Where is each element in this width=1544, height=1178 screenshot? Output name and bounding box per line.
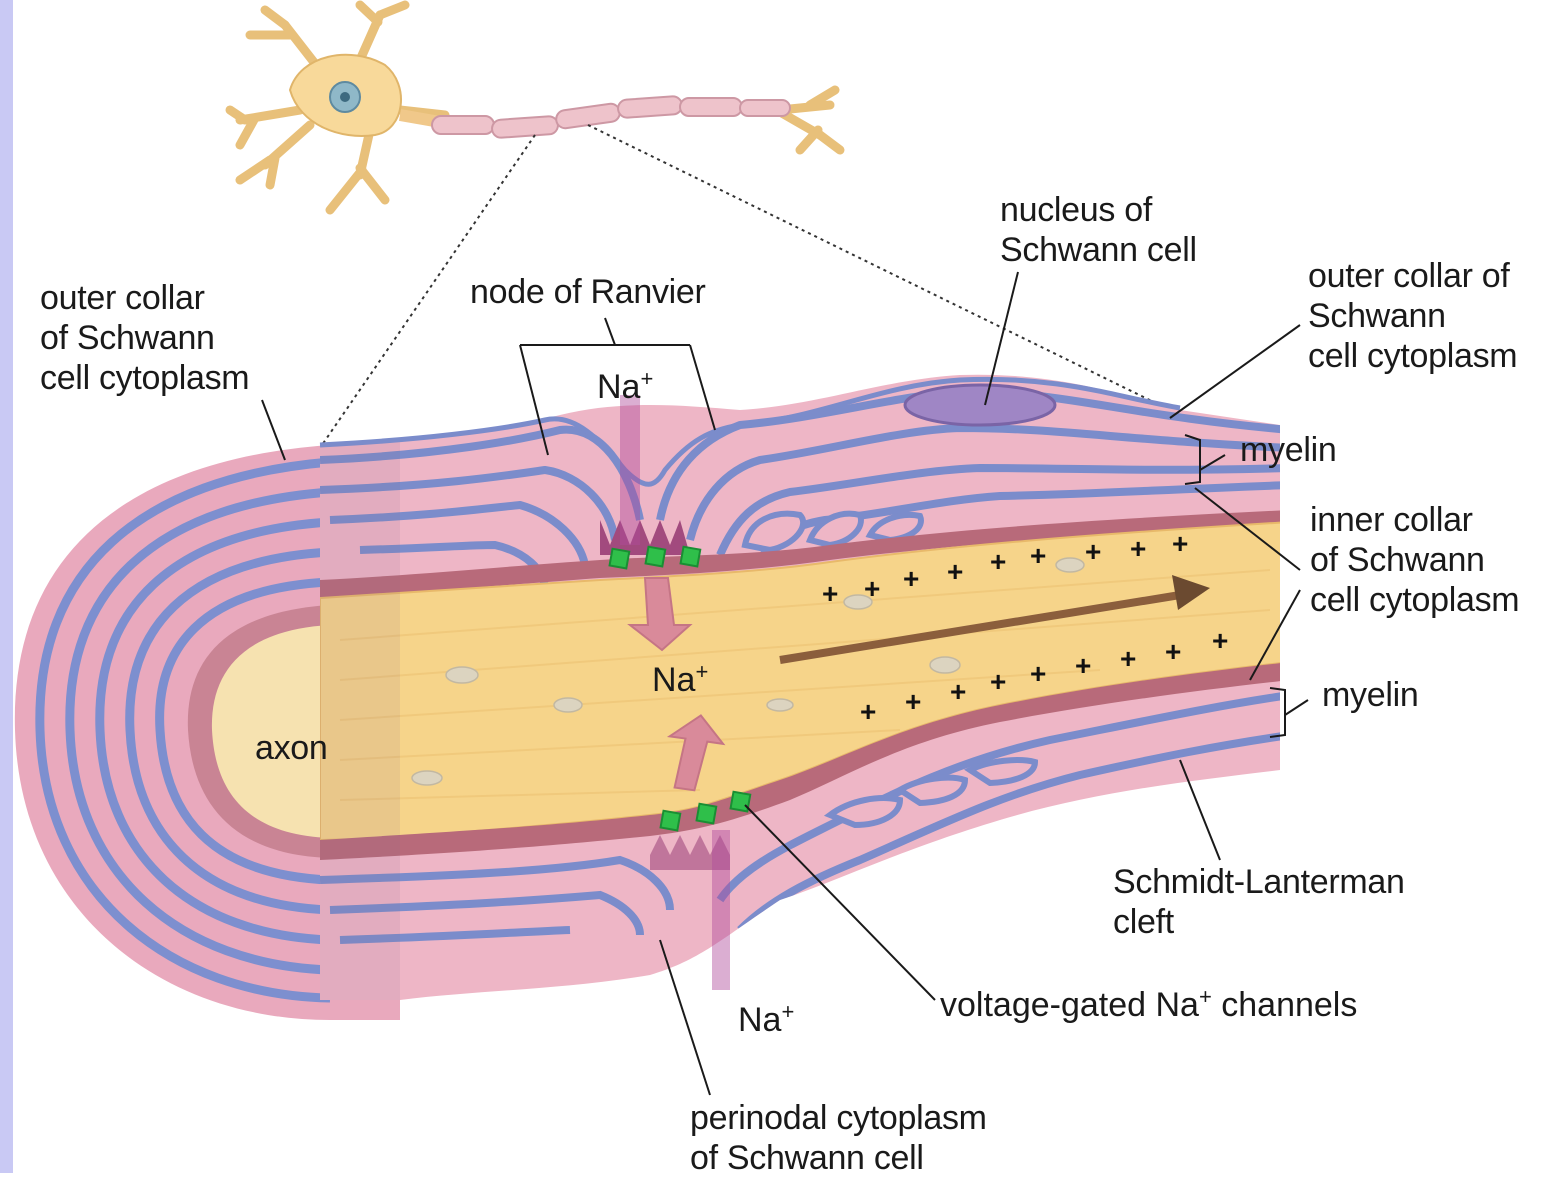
label-line: Schmidt-Lanterman: [1113, 862, 1405, 902]
positive-charge: +: [947, 558, 963, 586]
label-voltage-gated-channels: voltage-gated Na+ channels: [940, 985, 1357, 1025]
ion-base: Na: [738, 1001, 781, 1039]
label-line: Schwann cell: [1000, 230, 1197, 270]
label-line: Schwann: [1308, 296, 1517, 336]
label-perinodal: perinodal cytoplasm of Schwann cell: [690, 1098, 987, 1178]
positive-charge: +: [903, 565, 919, 593]
label-outer-collar-left: outer collar of Schwann cell cytoplasm: [40, 278, 249, 398]
label-line: nucleus of: [1000, 190, 1197, 230]
positive-charge: +: [860, 698, 876, 726]
schwann-nucleus: [905, 385, 1055, 425]
label-line: cleft: [1113, 902, 1405, 942]
positive-charge: +: [1212, 627, 1228, 655]
label-line: of Schwann cell: [690, 1138, 987, 1178]
label-suffix: channels: [1212, 986, 1358, 1024]
label-line: outer collar of: [1308, 256, 1517, 296]
positive-charge: +: [905, 688, 921, 716]
label-inner-collar: inner collar of Schwann cell cytoplasm: [1310, 500, 1519, 620]
positive-charge: +: [1030, 542, 1046, 570]
label-line: cell cytoplasm: [1310, 580, 1519, 620]
positive-charge: +: [1130, 535, 1146, 563]
positive-charge: +: [990, 548, 1006, 576]
label-line: of Schwann: [40, 318, 249, 358]
label-line: cell cytoplasm: [1308, 336, 1517, 376]
positive-charge: +: [950, 678, 966, 706]
label-node-of-ranvier: node of Ranvier: [470, 272, 706, 312]
positive-charge: +: [1030, 660, 1046, 688]
na-influx-top: [620, 395, 640, 545]
na-influx-bottom: [712, 830, 730, 990]
label-axon: axon: [255, 728, 328, 768]
label-line: inner collar: [1310, 500, 1519, 540]
positive-charge: +: [1165, 638, 1181, 666]
ion-base: Na: [597, 368, 640, 406]
ion-na-center: Na+: [652, 660, 708, 700]
label-myelin-bottom: myelin: [1322, 675, 1418, 715]
ion-na-top: Na+: [597, 367, 653, 407]
label-line: cell cytoplasm: [40, 358, 249, 398]
label-line: perinodal cytoplasm: [690, 1098, 987, 1138]
ion-na-bottom: Na+: [738, 1000, 794, 1040]
label-line: outer collar: [40, 278, 249, 318]
label-nucleus: nucleus of Schwann cell: [1000, 190, 1197, 270]
positive-charge: +: [1075, 652, 1091, 680]
ion-sup: +: [781, 999, 794, 1024]
positive-charge: +: [822, 580, 838, 608]
positive-charge: +: [1085, 538, 1101, 566]
ion-sup: +: [640, 366, 653, 391]
positive-charge: +: [1120, 645, 1136, 673]
label-sup: +: [1199, 984, 1212, 1009]
label-outer-collar-right: outer collar of Schwann cell cytoplasm: [1308, 256, 1517, 376]
label-myelin-top: myelin: [1240, 430, 1336, 470]
positive-charge: +: [1172, 530, 1188, 558]
ion-sup: +: [695, 659, 708, 684]
ion-base: Na: [652, 661, 695, 699]
positive-charge: +: [990, 668, 1006, 696]
label-text: voltage-gated Na: [940, 986, 1199, 1024]
label-line: of Schwann: [1310, 540, 1519, 580]
positive-charge: +: [864, 575, 880, 603]
neuron-overview: [230, 5, 840, 210]
label-schmidt-lanterman: Schmidt-Lanterman cleft: [1113, 862, 1405, 942]
